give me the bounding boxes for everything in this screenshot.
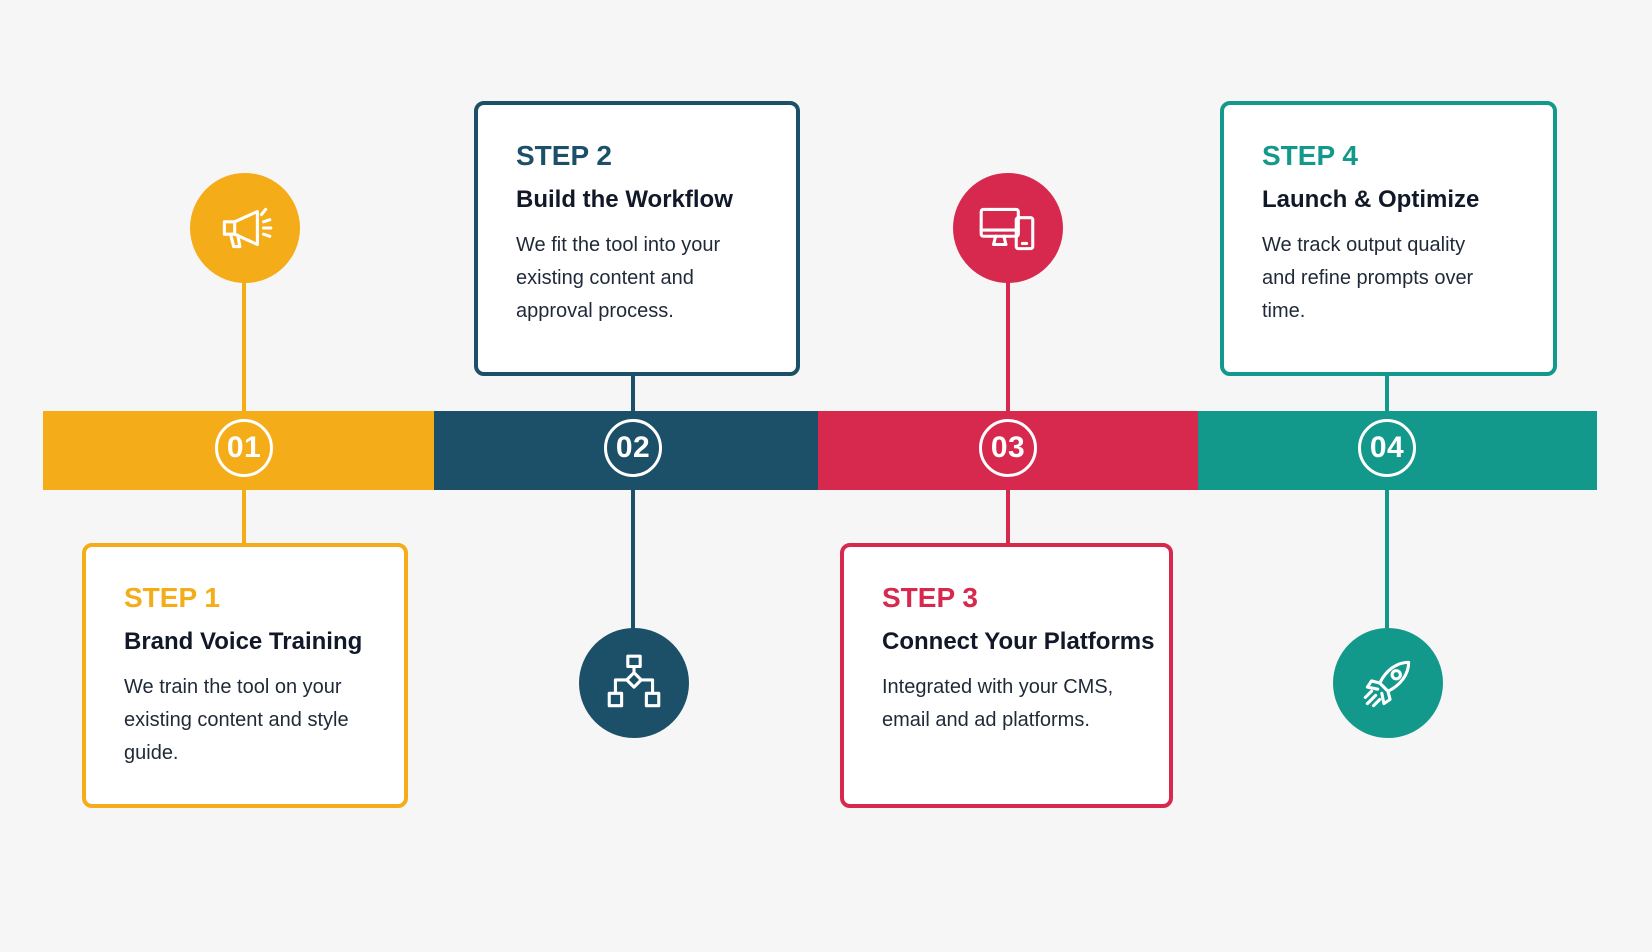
- connector-step-2-icon: [631, 489, 635, 630]
- step-4-icon-circle: [1333, 628, 1443, 738]
- step-number-badge-2: 02: [604, 419, 662, 477]
- step-title: Launch & Optimize: [1262, 185, 1480, 213]
- step-label: STEP 2: [516, 140, 612, 171]
- step-number-badge-3: 03: [979, 419, 1037, 477]
- step-title: Connect Your Platforms: [882, 627, 1155, 655]
- step-2-card: STEP 2 Build the Workflow We fit the too…: [474, 101, 800, 376]
- devices-icon: [979, 207, 1035, 251]
- step-1-card: STEP 1 Brand Voice Training We train the…: [82, 543, 408, 808]
- step-label: STEP 3: [882, 582, 978, 613]
- step-description: We fit the tool into your existing conte…: [516, 233, 721, 322]
- step-number-badge-1: 01: [215, 419, 273, 477]
- step-description: We track output quality and refine promp…: [1262, 233, 1474, 322]
- step-4-card: STEP 4 Launch & Optimize We track output…: [1220, 101, 1557, 376]
- step-title: Build the Workflow: [516, 185, 733, 213]
- step-number-badge-4: 04: [1358, 419, 1416, 477]
- connector-step-3-icon: [1006, 280, 1010, 412]
- megaphone-icon: [222, 207, 273, 249]
- step-2-icon-circle: [579, 628, 689, 738]
- step-description: We train the tool on your existing conte…: [124, 675, 349, 764]
- connector-step-4-card: [1385, 374, 1389, 412]
- step-title: Brand Voice Training: [124, 627, 363, 655]
- step-3-icon-circle: [953, 173, 1063, 283]
- step-3-card: STEP 3 Connect Your Platforms Integrated…: [840, 543, 1173, 808]
- step-label: STEP 1: [124, 582, 220, 613]
- connector-step-2-card: [631, 374, 635, 412]
- connector-step-4-icon: [1385, 489, 1389, 630]
- step-1-icon-circle: [190, 173, 300, 283]
- workflow-icon: [607, 654, 661, 708]
- rocket-icon: [1363, 660, 1411, 708]
- connector-step-1-card: [242, 489, 246, 544]
- connector-step-1-icon: [242, 280, 246, 412]
- step-description: Integrated with your CMS, email and ad p…: [882, 675, 1114, 731]
- connector-step-3-card: [1006, 489, 1010, 544]
- step-label: STEP 4: [1262, 140, 1358, 171]
